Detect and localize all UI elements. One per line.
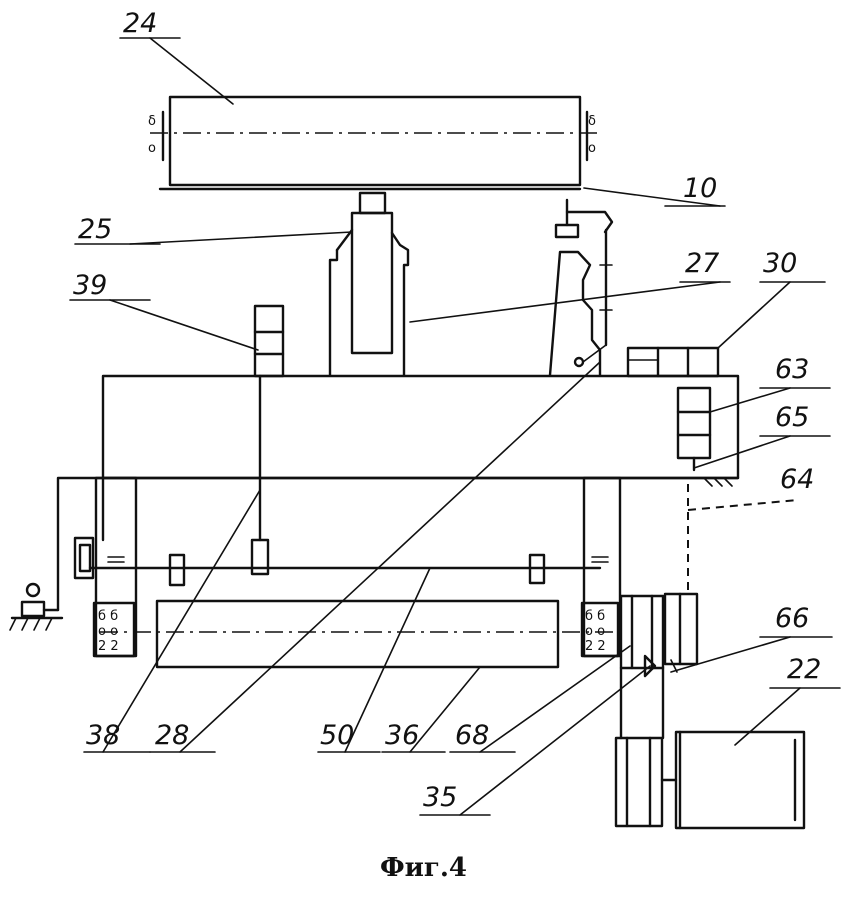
svg-text:о о: о о	[98, 624, 118, 639]
svg-text:30: 30	[763, 248, 797, 279]
label-36: 36	[381, 666, 481, 753]
label-10: 10	[583, 173, 726, 207]
svg-text:63: 63	[775, 354, 809, 385]
left-bearing: б б о о 2 2	[92, 601, 136, 658]
svg-text:64: 64	[780, 464, 814, 495]
svg-text:36: 36	[385, 720, 419, 751]
svg-text:25: 25	[78, 214, 112, 245]
label-66: 66	[670, 603, 833, 673]
pulley-35	[614, 654, 678, 828]
svg-text:50: 50	[320, 720, 354, 751]
block-39	[253, 304, 285, 378]
label-35: 35	[419, 665, 651, 816]
label-24: 24	[119, 8, 234, 105]
svg-text:о: о	[148, 141, 156, 156]
label-38: 38	[83, 489, 261, 753]
svg-text:22: 22	[787, 654, 821, 685]
lower-roll-36	[100, 599, 620, 669]
label-22: 22	[734, 654, 841, 746]
svg-text:38: 38	[86, 720, 120, 751]
label-65: 65	[693, 402, 831, 487]
svg-text:27: 27	[685, 248, 719, 279]
main-frame	[56, 374, 740, 612]
svg-text:δ: δ	[148, 114, 156, 129]
svg-text:10: 10	[683, 173, 717, 204]
svg-text:δ: δ	[588, 114, 596, 129]
label-30: 30	[717, 248, 826, 349]
label-50: 50	[317, 567, 431, 753]
svg-text:28: 28	[155, 720, 189, 751]
figure-caption: Фиг.4	[379, 853, 468, 883]
svg-text:о: о	[588, 141, 596, 156]
gear-drive-68	[619, 592, 699, 740]
svg-text:39: 39	[73, 270, 107, 301]
svg-text:24: 24	[123, 8, 157, 39]
label-25: 25	[74, 214, 353, 245]
svg-text:2 2: 2 2	[98, 639, 119, 654]
cylinder-63	[676, 386, 712, 472]
shaft-50	[88, 374, 602, 587]
link-64: 64	[687, 464, 814, 595]
label-68: 68	[449, 645, 631, 753]
svg-text:65: 65	[775, 402, 809, 433]
unit-30	[626, 346, 720, 378]
svg-text:35: 35	[423, 782, 457, 813]
upper-roll-bearings: δ о δ о	[148, 114, 596, 156]
motor-22	[674, 730, 806, 830]
label-28: 28	[149, 361, 601, 753]
svg-text:о о: о о	[585, 624, 605, 639]
svg-text:б б: б б	[98, 609, 118, 624]
label-39: 39	[69, 270, 259, 351]
upper-roll-24	[150, 95, 600, 191]
svg-text:68: 68	[455, 720, 489, 751]
ground-support	[9, 582, 64, 631]
bracket-27	[548, 198, 614, 377]
svg-text:б б: б б	[585, 609, 605, 624]
svg-text:66: 66	[775, 603, 809, 634]
right-bearing: б б о о 2 2	[580, 601, 620, 658]
svg-text:2 2: 2 2	[585, 639, 606, 654]
label-63: 63	[709, 354, 831, 413]
support-cylinder-25	[328, 191, 410, 377]
label-27: 27	[409, 248, 731, 323]
